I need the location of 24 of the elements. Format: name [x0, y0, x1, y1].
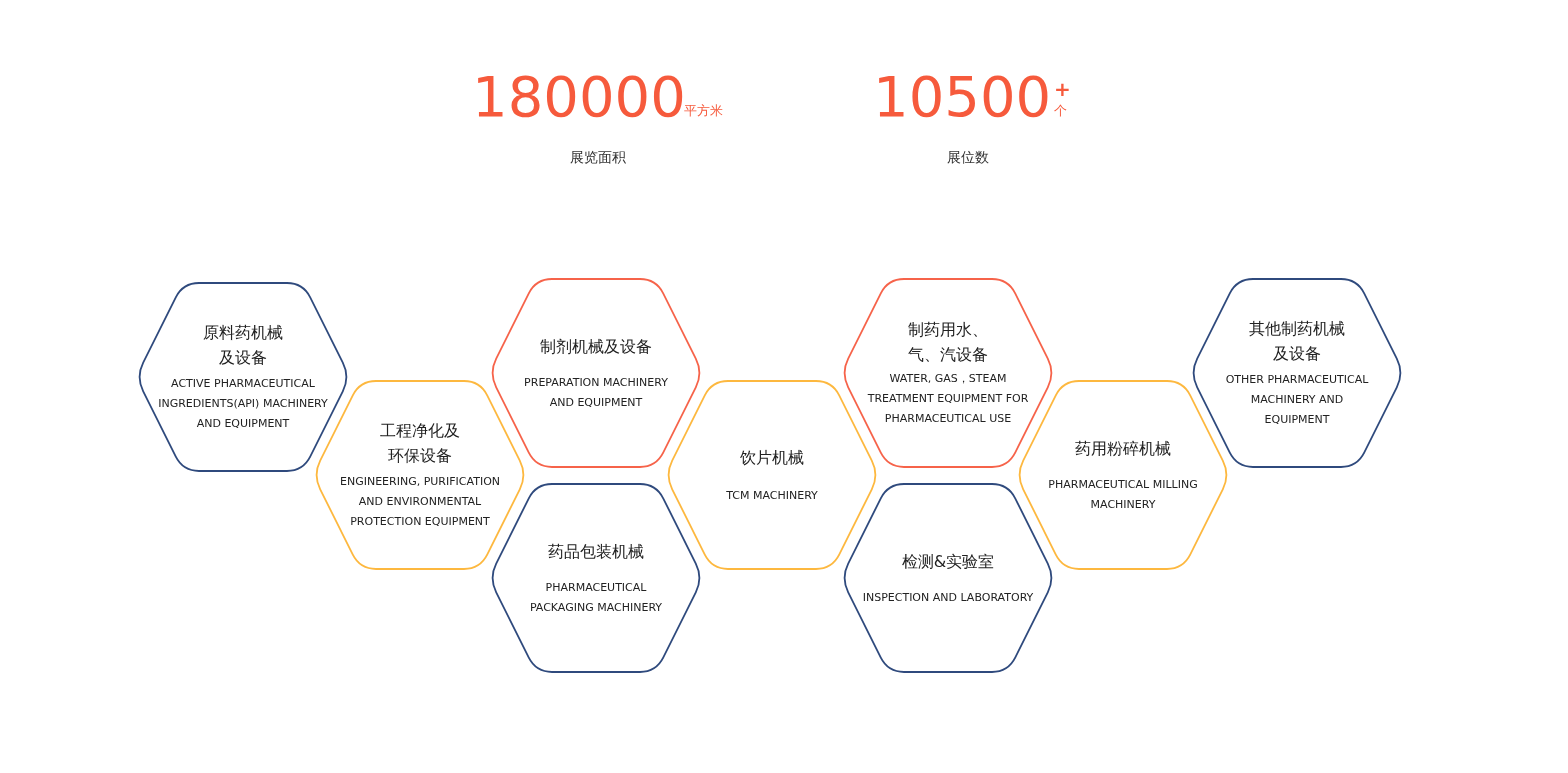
category-subtitle: ACTIVE PHARMACEUTICAL INGREDIENTS(API) MACHINERY AND EQUIPMENT: [158, 376, 328, 432]
category-title: 制药用水、气、汽设备: [907, 319, 989, 366]
category-subtitle: TCM MACHINERY: [725, 487, 819, 504]
category-subtitle: PHARMACEUTICAL MILLING MACHINERY: [1047, 476, 1199, 513]
stat-caption: 展览面积: [570, 150, 626, 166]
category-subtitle: WATER, GAS，STEAM TREATMENT EQUIPMENT FOR PHARMACEUTICAL USE: [866, 371, 1030, 427]
category-title: 药品包装机械: [547, 540, 645, 563]
stat-unit: 平方米: [684, 104, 723, 119]
category-subtitle: OTHER PHARMACEUTICAL MACHINERY AND EQUIPMENT: [1224, 372, 1370, 428]
category-title: 药用粉碎机械: [1074, 437, 1172, 460]
stat-unit: +: [1054, 78, 1071, 100]
category-title: 检测&实验室: [900, 550, 996, 573]
stat-caption: 展位数: [947, 150, 989, 166]
category-subtitle: INSPECTION AND LABORATORY: [861, 589, 1035, 606]
category-title: 其他制药机械及设备: [1248, 318, 1346, 365]
category-title: 工程净化及环保设备: [379, 420, 461, 467]
category-subtitle: PREPARATION MACHINERY AND EQUIPMENT: [523, 374, 669, 411]
category-title: 制剂机械及设备: [539, 335, 653, 358]
category-title: 饮片机械: [739, 446, 805, 469]
stat-unit: 个: [1054, 104, 1067, 119]
category-subtitle: PHARMACEUTICAL PACKAGING MACHINERY: [528, 579, 664, 616]
category-title: 原料药机械及设备: [202, 322, 284, 369]
category-subtitle: ENGINEERING, PURIFICATION AND ENVIRONMENTAL PROTECTION EQUIPMENT: [338, 474, 502, 530]
stat-number: 10500: [873, 66, 1052, 128]
